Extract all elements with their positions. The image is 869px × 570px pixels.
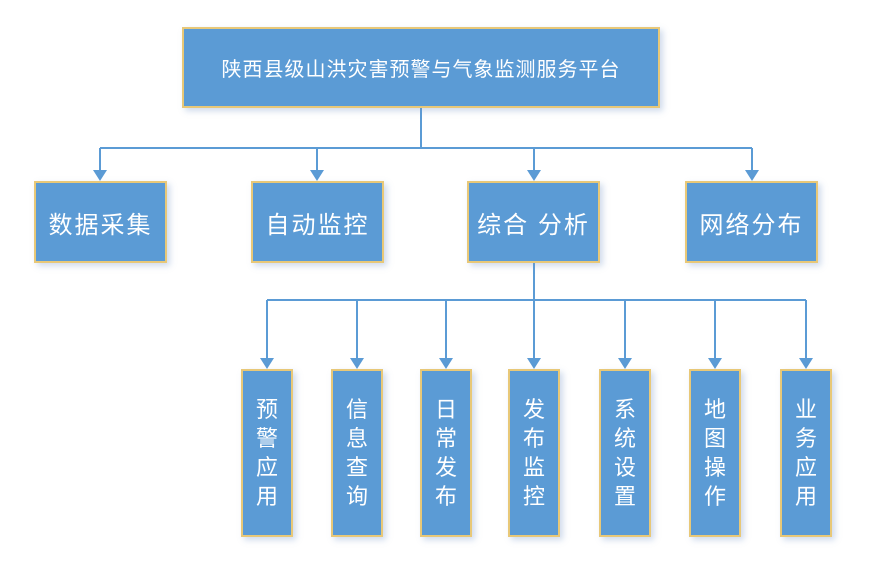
arrow-down-icon: [618, 358, 632, 369]
arrow-down-icon: [93, 170, 107, 181]
node-label: 业务应用: [794, 396, 817, 510]
node-warning-application: 预警应用: [241, 369, 293, 537]
node-business-application: 业务应用: [780, 369, 832, 537]
node-comprehensive-analysis: 综合 分析: [467, 181, 600, 263]
node-label: 预警应用: [255, 396, 278, 510]
arrow-down-icon: [260, 358, 274, 369]
arrow-down-icon: [799, 358, 813, 369]
node-auto-monitoring: 自动监控: [251, 181, 384, 263]
arrow-down-icon: [527, 358, 541, 369]
node-label: 日常发布: [434, 396, 457, 510]
node-label: 地图操作: [703, 396, 726, 510]
node-release-monitoring: 发布监控: [508, 369, 560, 537]
node-label: 发布监控: [522, 396, 545, 510]
node-info-query: 信息查询: [331, 369, 383, 537]
node-root-platform: 陕西县级山洪灾害预警与气象监测服务平台: [182, 27, 660, 108]
arrow-down-icon: [439, 358, 453, 369]
node-label: 系统设置: [613, 396, 636, 510]
node-network-distribution: 网络分布: [685, 181, 818, 263]
arrow-down-icon: [708, 358, 722, 369]
arrow-down-icon: [527, 170, 541, 181]
node-system-settings: 系统设置: [599, 369, 651, 537]
arrow-down-icon: [310, 170, 324, 181]
arrow-down-icon: [745, 170, 759, 181]
arrow-down-icon: [350, 358, 364, 369]
node-label: 信息查询: [345, 396, 368, 510]
node-map-operations: 地图操作: [689, 369, 741, 537]
node-daily-release: 日常发布: [420, 369, 472, 537]
node-data-collection: 数据采集: [34, 181, 167, 263]
